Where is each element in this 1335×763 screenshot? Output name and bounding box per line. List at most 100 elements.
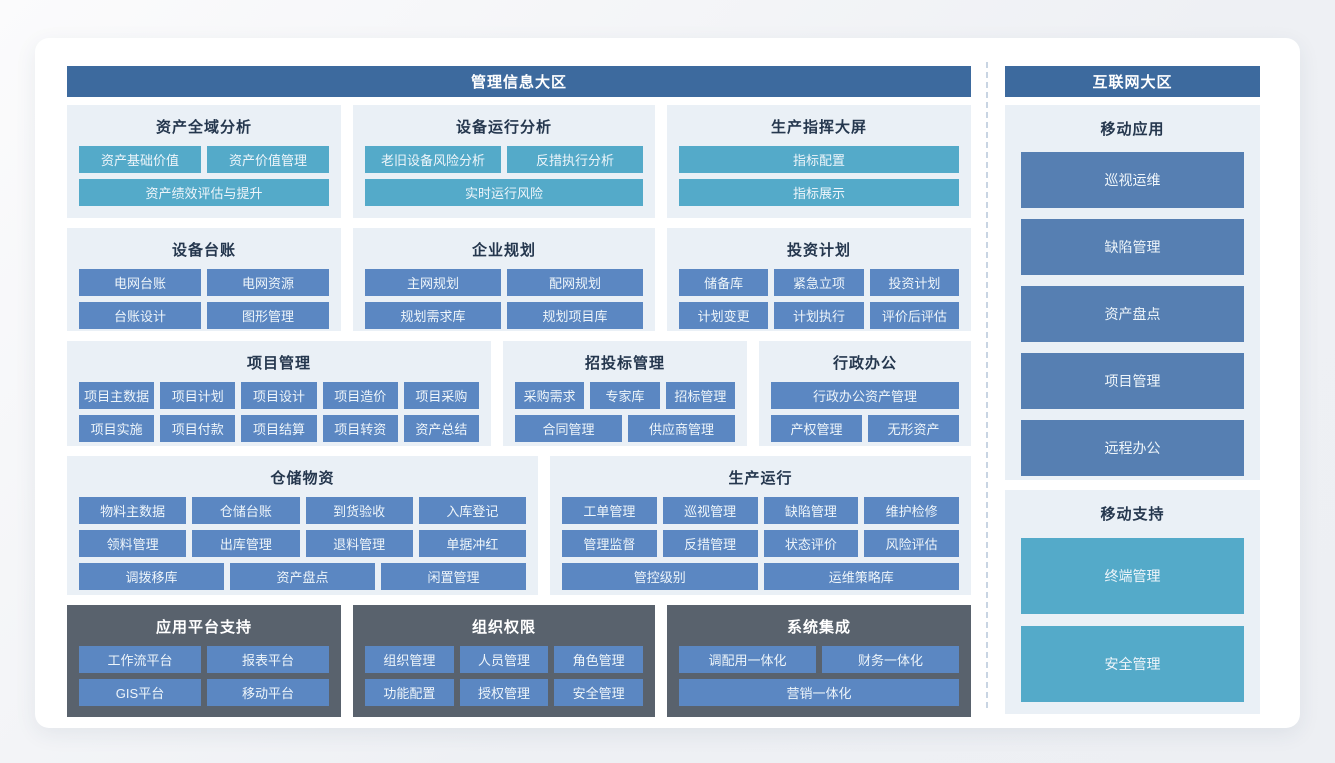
panel-project-mgmt: 项目管理项目主数据项目计划项目设计项目造价项目采购项目实施项目付款项目结算项目转…	[67, 341, 491, 446]
warehouse-module-button[interactable]: 退料管理	[305, 530, 413, 557]
project-mgmt-module-button[interactable]: 项目转资	[322, 415, 398, 442]
production-ops-module-button[interactable]: 管理监督	[562, 530, 657, 557]
device-ledger-module-button[interactable]: 电网资源	[207, 269, 329, 296]
mobile-support-module-button[interactable]: 终端管理	[1021, 538, 1244, 614]
button-row: 巡视运维	[1021, 152, 1244, 208]
system-integration-module-button[interactable]: 调配用一体化	[679, 646, 816, 673]
warehouse-module-button[interactable]: 单据冲红	[418, 530, 526, 557]
investment-plan-module-button[interactable]: 计划执行	[774, 302, 864, 329]
button-row: 项目主数据项目计划项目设计项目造价项目采购	[79, 382, 480, 409]
investment-plan-module-button[interactable]: 投资计划	[869, 269, 959, 296]
org-permission-module-button[interactable]: 角色管理	[554, 646, 644, 673]
project-mgmt-module-button[interactable]: 项目主数据	[79, 382, 155, 409]
panel-device-ledger-title: 设备台账	[171, 242, 236, 259]
button-row: 项目管理	[1021, 353, 1244, 409]
button-row: 计划变更计划执行评价后评估	[679, 302, 959, 329]
asset-analysis-module-button[interactable]: 资产价值管理	[207, 146, 329, 173]
project-mgmt-module-button[interactable]: 项目计划	[160, 382, 236, 409]
project-mgmt-module-button[interactable]: 项目造价	[322, 382, 398, 409]
production-ops-module-button[interactable]: 巡视管理	[662, 497, 758, 524]
admin-office-module-button[interactable]: 行政办公资产管理	[771, 382, 959, 409]
button-row: 产权管理无形资产	[771, 415, 959, 442]
warehouse-module-button[interactable]: 出库管理	[192, 530, 300, 557]
asset-analysis-module-button[interactable]: 资产绩效评估与提升	[79, 179, 329, 206]
panel-enterprise-planning: 企业规划主网规划配网规划规划需求库规划项目库	[353, 228, 655, 331]
device-run-analysis-module-button[interactable]: 反措执行分析	[507, 146, 643, 173]
admin-office-module-button[interactable]: 产权管理	[771, 415, 862, 442]
org-permission-module-button[interactable]: 授权管理	[459, 679, 549, 706]
admin-office-module-button[interactable]: 无形资产	[868, 415, 959, 442]
production-ops-module-button[interactable]: 风险评估	[864, 530, 959, 557]
investment-plan-module-button[interactable]: 紧急立项	[774, 269, 864, 296]
warehouse-module-button[interactable]: 到货验收	[305, 497, 413, 524]
asset-analysis-module-button[interactable]: 资产基础价值	[79, 146, 201, 173]
mobile-support-module-button[interactable]: 安全管理	[1021, 626, 1244, 702]
enterprise-planning-module-button[interactable]: 规划项目库	[507, 302, 643, 329]
warehouse-module-button[interactable]: 物料主数据	[79, 497, 187, 524]
enterprise-planning-module-button[interactable]: 规划需求库	[365, 302, 501, 329]
project-mgmt-module-button[interactable]: 资产总结	[403, 415, 480, 442]
enterprise-planning-module-button[interactable]: 配网规划	[507, 269, 643, 296]
mobile-apps-module-button[interactable]: 项目管理	[1021, 353, 1244, 409]
warehouse-module-button[interactable]: 仓储台账	[192, 497, 300, 524]
org-permission-module-button[interactable]: 功能配置	[365, 679, 454, 706]
enterprise-planning-module-button[interactable]: 主网规划	[365, 269, 501, 296]
production-ops-module-button[interactable]: 管控级别	[562, 563, 758, 590]
platform-support-module-button[interactable]: 移动平台	[207, 679, 329, 706]
mobile-apps-module-button[interactable]: 远程办公	[1021, 420, 1244, 476]
bidding-mgmt-module-button[interactable]: 合同管理	[515, 415, 622, 442]
warehouse-module-button[interactable]: 入库登记	[418, 497, 526, 524]
production-screen-module-button[interactable]: 指标配置	[679, 146, 959, 173]
warehouse-module-button[interactable]: 闲置管理	[381, 563, 526, 590]
org-permission-module-button[interactable]: 组织管理	[365, 646, 454, 673]
mobile-apps-module-button[interactable]: 缺陷管理	[1021, 219, 1244, 275]
system-integration-module-button[interactable]: 财务一体化	[822, 646, 959, 673]
warehouse-module-button[interactable]: 调拨移库	[79, 563, 224, 590]
platform-support-module-button[interactable]: 工作流平台	[79, 646, 201, 673]
project-mgmt-module-button[interactable]: 项目实施	[79, 415, 155, 442]
project-mgmt-module-button[interactable]: 项目付款	[160, 415, 236, 442]
mobile-apps-module-button[interactable]: 巡视运维	[1021, 152, 1244, 208]
investment-plan-module-button[interactable]: 评价后评估	[869, 302, 959, 329]
zone-internet-header: 互联网大区	[1005, 66, 1260, 97]
production-ops-module-button[interactable]: 运维策略库	[763, 563, 959, 590]
button-row: 终端管理	[1021, 538, 1244, 614]
project-mgmt-module-button[interactable]: 项目结算	[241, 415, 317, 442]
project-mgmt-module-button[interactable]: 项目采购	[403, 382, 480, 409]
project-mgmt-module-button[interactable]: 项目设计	[241, 382, 317, 409]
management-panels-container: 资产全域分析资产基础价值资产价值管理资产绩效评估与提升设备运行分析老旧设备风险分…	[67, 105, 971, 717]
bidding-mgmt-module-button[interactable]: 专家库	[590, 382, 660, 409]
production-screen-module-button[interactable]: 指标展示	[679, 179, 959, 206]
warehouse-module-button[interactable]: 资产盘点	[230, 563, 375, 590]
production-ops-module-button[interactable]: 状态评价	[763, 530, 859, 557]
panel-row: 设备台账电网台账电网资源台账设计图形管理企业规划主网规划配网规划规划需求库规划项…	[67, 228, 971, 331]
production-ops-module-button[interactable]: 反措管理	[662, 530, 758, 557]
device-ledger-module-button[interactable]: 台账设计	[79, 302, 201, 329]
warehouse-module-button[interactable]: 领料管理	[79, 530, 187, 557]
button-row: 调配用一体化财务一体化	[679, 646, 959, 673]
production-ops-module-button[interactable]: 维护检修	[864, 497, 959, 524]
investment-plan-module-button[interactable]: 储备库	[679, 269, 769, 296]
investment-plan-module-button[interactable]: 计划变更	[679, 302, 769, 329]
system-integration-module-button[interactable]: 营销一体化	[679, 679, 959, 706]
production-ops-module-button[interactable]: 工单管理	[562, 497, 657, 524]
bidding-mgmt-module-button[interactable]: 供应商管理	[628, 415, 735, 442]
button-row: 实时运行风险	[365, 179, 643, 206]
internet-panels-container: 移动应用巡视运维缺陷管理资产盘点项目管理远程办公移动支持终端管理安全管理	[1005, 105, 1260, 714]
device-run-analysis-module-button[interactable]: 老旧设备风险分析	[365, 146, 501, 173]
org-permission-module-button[interactable]: 安全管理	[554, 679, 644, 706]
device-run-analysis-module-button[interactable]: 实时运行风险	[365, 179, 643, 206]
panel-mobile-support-title: 移动支持	[1100, 506, 1165, 523]
button-row: 缺陷管理	[1021, 219, 1244, 275]
device-ledger-module-button[interactable]: 电网台账	[79, 269, 201, 296]
mobile-apps-module-button[interactable]: 资产盘点	[1021, 286, 1244, 342]
device-ledger-module-button[interactable]: 图形管理	[207, 302, 329, 329]
bidding-mgmt-module-button[interactable]: 采购需求	[515, 382, 585, 409]
button-row: 行政办公资产管理	[771, 382, 959, 409]
org-permission-module-button[interactable]: 人员管理	[459, 646, 549, 673]
platform-support-module-button[interactable]: GIS平台	[79, 679, 201, 706]
production-ops-module-button[interactable]: 缺陷管理	[763, 497, 859, 524]
platform-support-module-button[interactable]: 报表平台	[207, 646, 329, 673]
bidding-mgmt-module-button[interactable]: 招标管理	[665, 382, 735, 409]
zone-management-info-header: 管理信息大区	[67, 66, 971, 97]
